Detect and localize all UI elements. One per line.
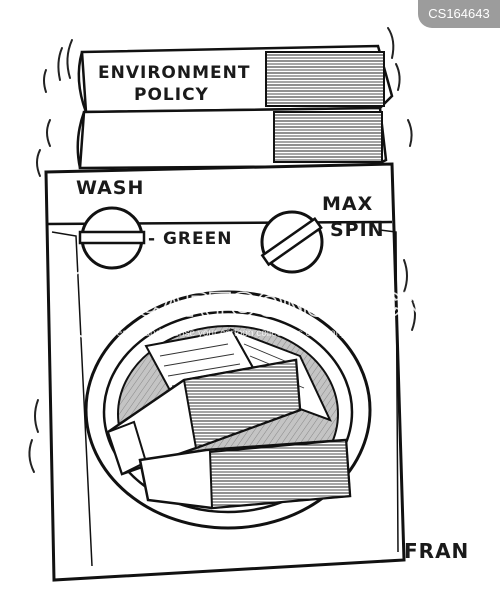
tumbling-books: [106, 328, 352, 510]
wash-dial[interactable]: [78, 206, 146, 270]
watermark: CARTOONSTOCK Search and license your car…: [57, 269, 427, 339]
motion-lines: [28, 27, 416, 473]
artist-signature: FRAN: [404, 539, 469, 563]
max-label: MAX: [322, 193, 373, 215]
watermark-brand: CARTOONSTOCK: [136, 286, 426, 324]
watermark-subtitle: Search and license your cartoon collecti…: [110, 328, 346, 339]
book-spine-title-line2: POLICY: [134, 85, 209, 105]
wash-label: WASH: [76, 177, 144, 199]
catalog-id-badge: CS164643: [418, 0, 500, 28]
book-spine-title-line1: ENVIRONMENT: [98, 63, 250, 83]
green-label: - GREEN: [148, 229, 232, 249]
spin-label: SPIN: [330, 219, 385, 241]
spin-dial[interactable]: [260, 210, 324, 274]
book-top: [77, 44, 394, 114]
book-bottom: [76, 106, 388, 170]
